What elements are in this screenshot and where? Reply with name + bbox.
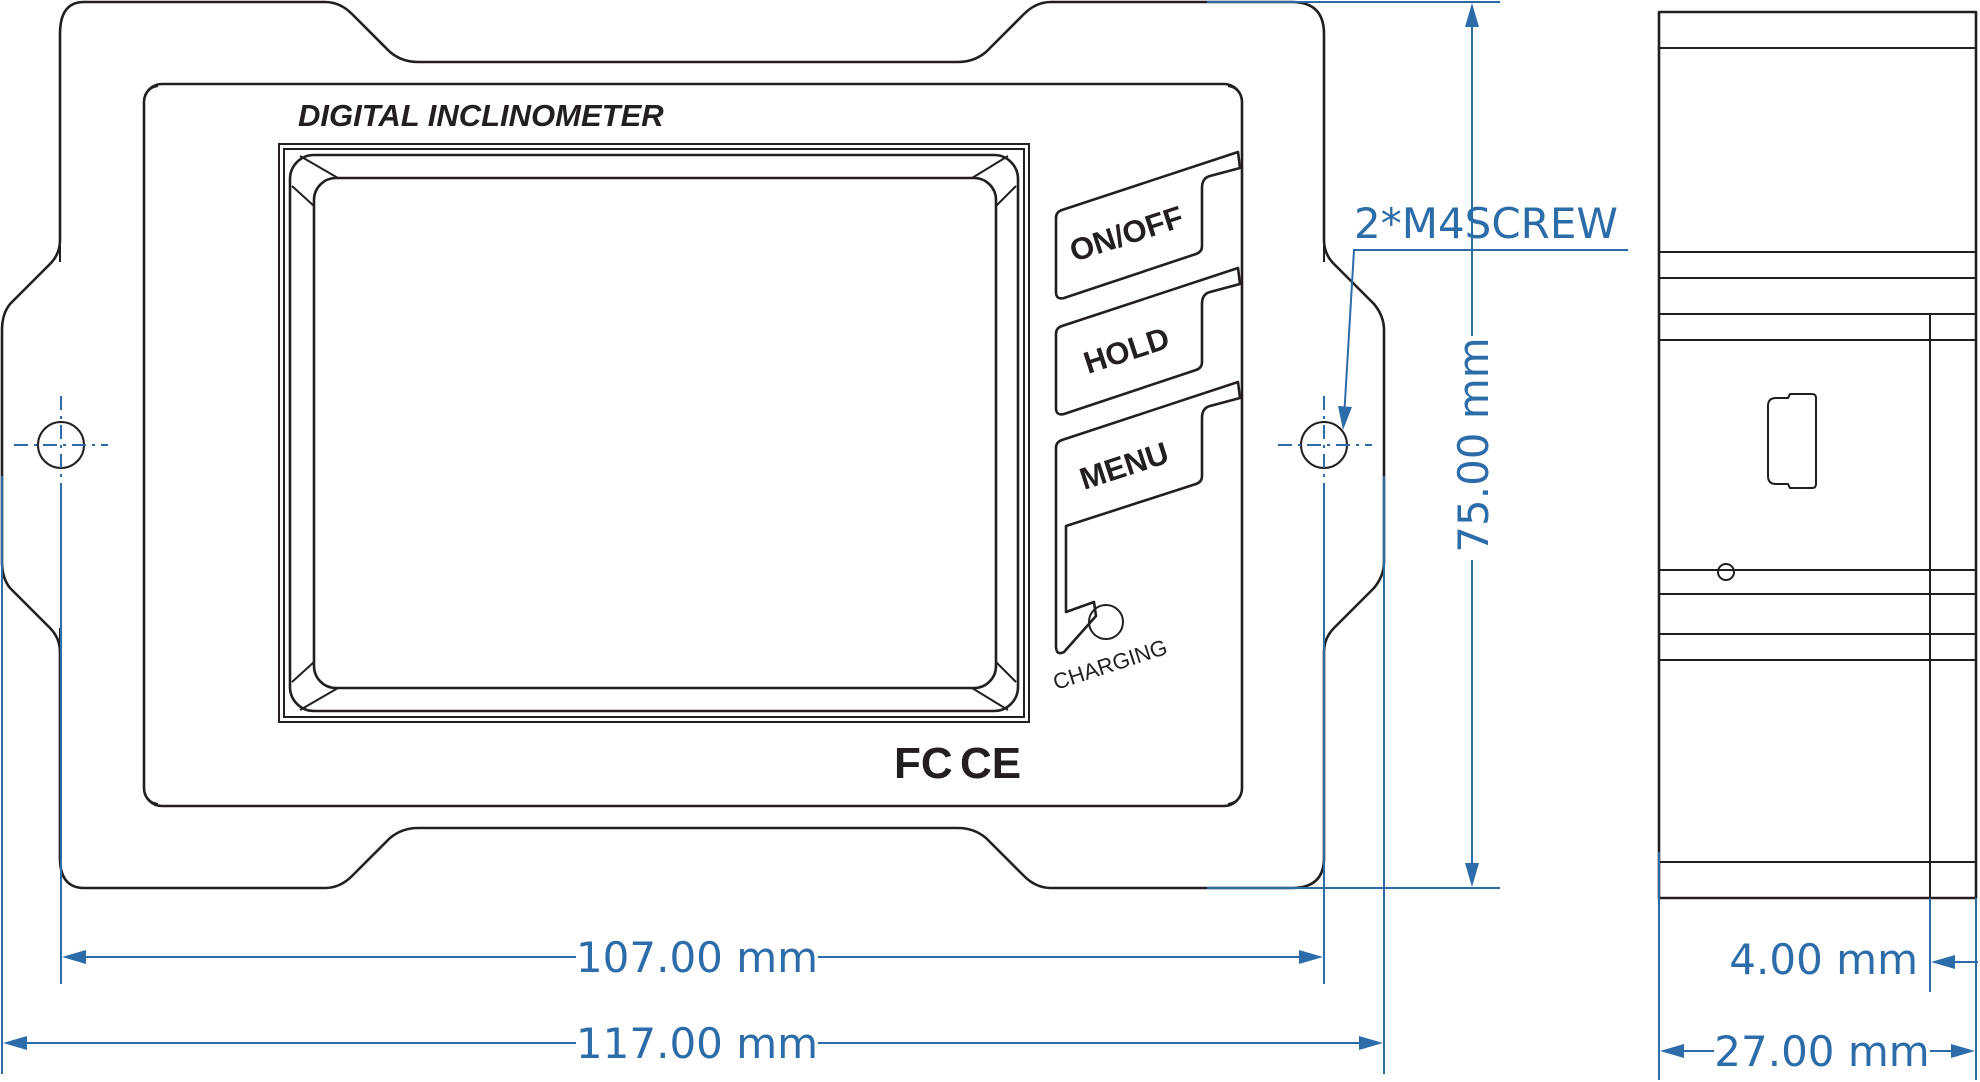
dim-flange: 4.00 mm: [1729, 935, 1918, 984]
arrow-overall-width-right: [1359, 1036, 1383, 1050]
panel-inner-edge: [143, 85, 1243, 805]
front-dimensions: 107.00 mm 117.00 mm 75.00 mm 2*M4SCREW: [1, 1, 1628, 1074]
ce-mark: CE: [960, 739, 1021, 788]
dim-depth: 27.00 mm: [1714, 1027, 1929, 1076]
arrow-depth-left: [1660, 1044, 1684, 1058]
side-extension-lines: [1658, 852, 1977, 1080]
button-on-off[interactable]: [1054, 150, 1242, 300]
side-dimensions: 4.00 mm 27.00 mm: [1658, 852, 1978, 1080]
arrow-hole-spacing-right: [1299, 950, 1323, 964]
button-strip: ON/OFF HOLD MENU CHARGING: [1050, 150, 1242, 695]
arrow-flange: [1931, 955, 1955, 969]
lcd-corner-bevels: [291, 155, 1017, 711]
lcd-bezel-outer: [278, 143, 1030, 723]
arrow-overall-width-left: [3, 1036, 27, 1050]
button-menu-label: MENU: [1075, 435, 1173, 496]
button-menu[interactable]: [1054, 380, 1242, 655]
lcd-frame: [288, 153, 1020, 713]
front-panel: [142, 82, 1244, 808]
side-view: [1657, 10, 1978, 900]
screw-leader-arrow: [1338, 406, 1352, 430]
lcd-screen: [312, 176, 998, 690]
usb-port[interactable]: [1767, 393, 1817, 489]
charging-label: CHARGING: [1050, 634, 1170, 694]
charging-led: [1088, 604, 1124, 640]
reset-hole[interactable]: [1717, 563, 1735, 581]
housing-outline: [0, 0, 1386, 890]
button-hold-label: HOLD: [1079, 320, 1173, 380]
dim-hole-spacing: 107.00 mm: [576, 933, 818, 982]
screw-leader: [1343, 249, 1628, 419]
device-title: DIGITAL INCLINOMETER: [298, 98, 664, 133]
button-hold[interactable]: [1054, 266, 1242, 416]
dim-overall-width: 117.00 mm: [576, 1019, 818, 1068]
lcd-bezel-inner: [283, 148, 1025, 718]
front-view: DIGITAL INCLINOMETER ON/OFF HOLD MENU CH…: [0, 0, 1386, 890]
screw-callout: 2*M4SCREW: [1354, 199, 1618, 248]
centerline-right: [1278, 396, 1372, 495]
arrow-height-top: [1465, 3, 1479, 27]
centerline-left: [14, 396, 108, 495]
fc-mark: FC: [894, 739, 953, 788]
arrow-hole-spacing-left: [62, 950, 86, 964]
extension-lines: [1, 1, 1500, 1074]
side-bands: [1659, 47, 1976, 863]
arrow-height-bottom: [1465, 863, 1479, 887]
arrow-depth-right: [1951, 1044, 1975, 1058]
side-body: [1657, 10, 1978, 900]
dim-height: 75.00 mm: [1449, 337, 1498, 552]
button-on-off-label: ON/OFF: [1065, 199, 1187, 268]
